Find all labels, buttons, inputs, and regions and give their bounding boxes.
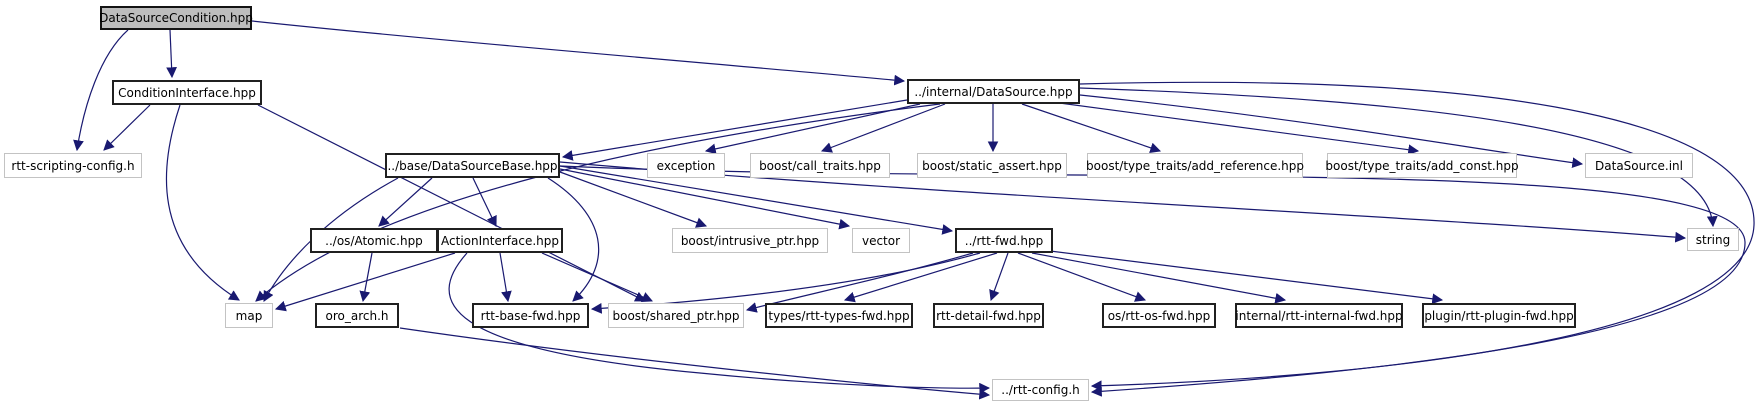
node-detail-fwd[interactable]: rtt-detail-fwd.hpp <box>933 303 1044 328</box>
edge-rtt-fwd-to-os-fwd <box>1017 252 1147 302</box>
edge-datasource-to-map <box>255 103 941 302</box>
node-exception: exception <box>647 153 725 178</box>
edge-datasourcebase-to-actioninterface <box>472 177 497 227</box>
node-internal-fwd[interactable]: internal/rtt-internal-fwd.hpp <box>1235 303 1403 328</box>
node-datasource[interactable]: ../internal/DataSource.hpp <box>907 79 1080 104</box>
edge-datasourcebase-to-vector <box>559 168 851 230</box>
node-oro-arch[interactable]: oro_arch.h <box>315 303 399 328</box>
edge-datasourcebase-to-rtt-base-fwd <box>547 177 600 302</box>
edge-datasourcecondition-to-conditioninterface <box>166 29 177 79</box>
edge-rtt-fwd-to-types-fwd <box>843 252 998 303</box>
edge-atomic-to-oro-arch <box>359 252 373 303</box>
edge-actioninterface-to-map <box>274 252 456 312</box>
edge-rtt-fwd-to-detail-fwd <box>989 252 1009 302</box>
edge-datasourcebase-to-atomic <box>378 177 433 227</box>
node-static-assert: boost/static_assert.hpp <box>917 153 1067 178</box>
edge-conditioninterface-to-rtt-scripting-config <box>103 104 151 151</box>
edge-conditioninterface-to-map <box>165 104 240 301</box>
node-conditioninterface[interactable]: ConditionInterface.hpp <box>112 80 262 105</box>
edge-datasourcecondition-to-datasource <box>251 20 906 86</box>
node-vector: vector <box>852 228 910 253</box>
edge-rtt-fwd-to-internal-fwd <box>1031 252 1287 304</box>
node-rtt-scripting-config: rtt-scripting-config.h <box>4 153 142 178</box>
edge-datasourcebase-to-rtt-config <box>559 165 1746 397</box>
node-rtt-fwd[interactable]: ../rtt-fwd.hpp <box>955 228 1053 253</box>
edge-datasource-to-add-reference <box>1021 103 1162 153</box>
edge-datasource-to-add-const <box>1051 101 1420 156</box>
edge-rtt-fwd-to-shared-ptr <box>745 252 974 313</box>
edge-datasourcebase-to-rtt-fwd <box>559 165 954 235</box>
node-os-fwd[interactable]: os/rtt-os-fwd.hpp <box>1102 303 1216 328</box>
node-datasourcecondition: DataSourceCondition.hpp <box>99 6 253 30</box>
edge-conditioninterface-to-shared-ptr <box>257 104 646 302</box>
node-call-traits: boost/call_traits.hpp <box>750 153 890 178</box>
node-actioninterface[interactable]: ActionInterface.hpp <box>437 228 563 253</box>
node-string: string <box>1687 228 1739 251</box>
edge-datasourcebase-to-intrusive-ptr <box>559 171 708 228</box>
node-datasource-inl: DataSource.inl <box>1585 153 1693 178</box>
edge-actioninterface-to-shared-ptr <box>541 252 653 303</box>
edge-datasourcecondition-to-rtt-scripting-config <box>73 29 129 152</box>
edge-datasourcebase-to-string <box>559 161 1687 243</box>
edge-rtt-fwd-to-plugin-fwd <box>1049 250 1444 305</box>
edge-oro-arch-to-rtt-config <box>399 327 991 400</box>
node-add-reference: boost/type_traits/add_reference.hpp <box>1086 153 1304 178</box>
edge-datasource-to-datasource-inl <box>1079 94 1584 169</box>
node-shared-ptr: boost/shared_ptr.hpp <box>608 303 744 328</box>
edge-datasource-to-rtt-config <box>1079 81 1755 392</box>
node-intrusive-ptr: boost/intrusive_ptr.hpp <box>672 228 828 253</box>
node-add-const: boost/type_traits/add_const.hpp <box>1325 153 1519 178</box>
node-atomic[interactable]: ../os/Atomic.hpp <box>310 228 438 253</box>
edge-actioninterface-to-rtt-config <box>448 252 991 394</box>
node-rtt-config: ../rtt-config.h <box>992 379 1089 401</box>
node-map: map <box>225 303 273 328</box>
edge-datasource-to-call-traits <box>820 103 946 153</box>
node-types-fwd[interactable]: types/rtt-types-fwd.hpp <box>765 303 913 328</box>
node-rtt-base-fwd[interactable]: rtt-base-fwd.hpp <box>472 303 589 328</box>
node-datasourcebase[interactable]: ../base/DataSourceBase.hpp <box>385 153 560 178</box>
edge-datasource-to-datasourcebase <box>561 99 908 161</box>
edge-actioninterface-to-rtt-base-fwd <box>499 252 512 303</box>
node-plugin-fwd[interactable]: plugin/rtt-plugin-fwd.hpp <box>1422 303 1576 328</box>
edge-datasource-to-string <box>1079 87 1718 228</box>
